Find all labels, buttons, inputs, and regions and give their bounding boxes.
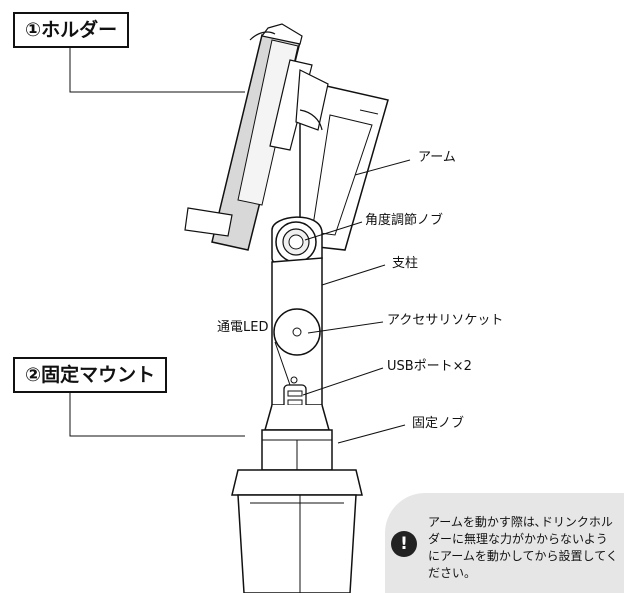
section-leader-lines xyxy=(69,48,245,437)
notice-text: アームを動かす際は､ドリンクホルダーに無理な力がかからないようにアームを動かして… xyxy=(428,515,618,580)
label-power-led: 通電LED xyxy=(217,320,269,335)
pillar-drawing xyxy=(264,257,330,431)
label-fixing-knob: 固定ノブ xyxy=(412,416,465,431)
notice-box xyxy=(385,493,624,593)
label-accessory-socket: アクセサリソケット xyxy=(387,313,504,328)
section-title-holder: ①ホルダー xyxy=(13,12,130,48)
section-title-mount: ②固定マウント xyxy=(13,357,168,393)
angle-knob-drawing xyxy=(271,216,323,269)
exclamation-icon: ! xyxy=(391,531,417,557)
part-leader-lines xyxy=(274,159,411,444)
label-pillar: 支柱 xyxy=(392,256,419,271)
holder-drawing xyxy=(184,23,329,251)
arm-drawing xyxy=(299,79,389,251)
mount-drawing xyxy=(231,429,363,593)
label-angle-knob: 角度調節ノブ xyxy=(365,213,444,228)
label-usb-ports: USBポート×2 xyxy=(387,359,472,374)
label-arm: アーム xyxy=(418,150,456,165)
